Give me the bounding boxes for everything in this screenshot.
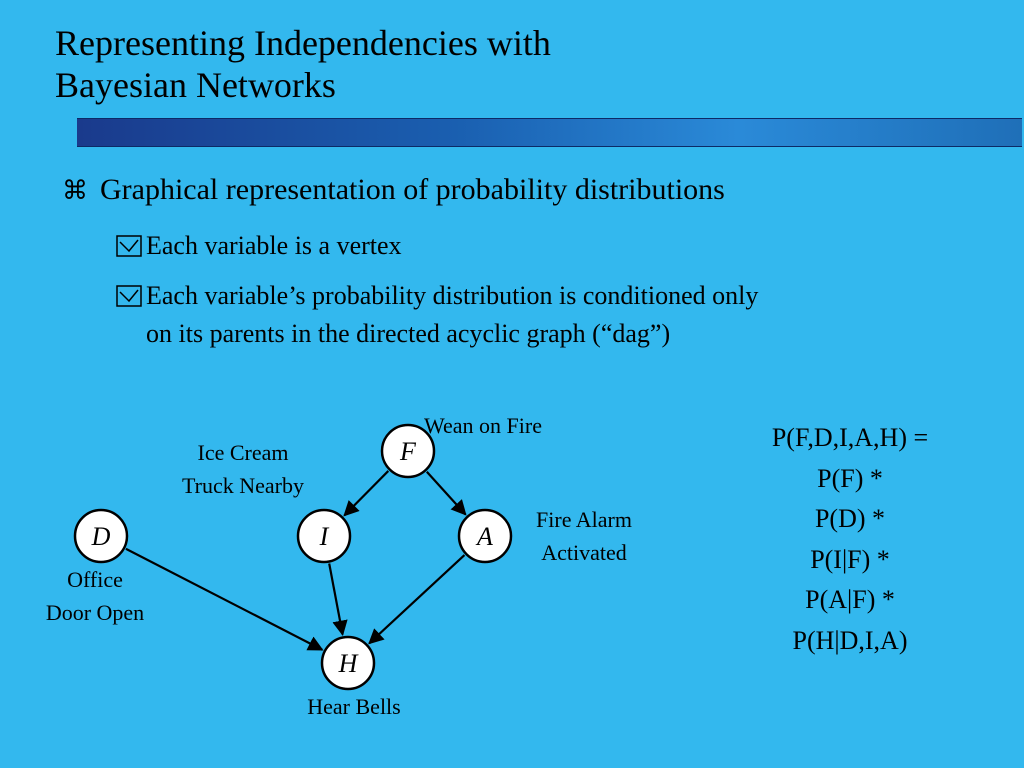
edge-F-A: [425, 471, 467, 516]
label-node-A: Fire Alarm Activated: [536, 507, 632, 565]
formula-line-4: P(I|F) *: [810, 544, 890, 574]
node-letter-H: H: [338, 649, 359, 678]
edge-F-I: [343, 470, 390, 517]
formula-line-3: P(D) *: [814, 504, 886, 533]
bullet-sub-2-line-2: on its parents in the directed acyclic g…: [146, 319, 671, 348]
node-A: A: [457, 508, 513, 564]
bullet-main: ⌘ Graphical representation of probability…: [62, 173, 725, 207]
edge-A-H: [368, 554, 466, 645]
slide-title: Representing Independencies with Bayesia…: [55, 22, 551, 106]
formula-line-1: P(F,D,I,A,H) =: [771, 423, 929, 452]
bullet-sub-2-line-1: Each variable’s probability distribution…: [146, 281, 759, 310]
formula-line-2: P(F) *: [817, 463, 883, 493]
node-H: H: [320, 635, 376, 691]
node-I: I: [296, 508, 352, 564]
label-node-H: Hear Bells: [307, 694, 401, 719]
bullet-main-text: Graphical representation of probability …: [100, 173, 725, 206]
node-letter-I: I: [319, 522, 330, 551]
checkbox-icon: [116, 235, 142, 257]
label-node-F: Wean on Fire: [424, 413, 542, 438]
title-line-2: Bayesian Networks: [55, 65, 336, 105]
command-key-icon: ⌘: [62, 176, 88, 206]
node-circle-D: [73, 508, 129, 564]
node-letter-F: F: [399, 437, 417, 466]
node-circle-A: [457, 508, 513, 564]
node-letter-A: A: [475, 522, 493, 551]
node-letter-D: D: [91, 522, 111, 551]
title-line-1: Representing Independencies with: [55, 23, 551, 63]
joint-probability-formula: P(F,D,I,A,H) = P(F) * P(D) * P(I|F) * P(…: [720, 418, 980, 661]
edge-D-H: [125, 547, 324, 651]
title-underline-bar: [77, 118, 1022, 147]
formula-line-5: P(A|F) *: [805, 585, 895, 614]
node-D: D: [73, 508, 129, 564]
node-F: F: [380, 423, 436, 479]
node-circle-H: [320, 635, 376, 691]
label-node-I: Ice Cream Truck Nearby: [182, 440, 304, 498]
checkbox-icon: [116, 285, 142, 307]
bullet-sub-1-text: Each variable is a vertex: [146, 231, 402, 260]
node-circle-F: [380, 423, 436, 479]
bullet-sub-2: Each variable’s probability distribution…: [116, 277, 758, 353]
edge-I-H: [328, 563, 348, 637]
label-node-D: Office Door Open: [45, 567, 145, 625]
formula-line-6: P(H|D,I,A): [792, 625, 908, 655]
node-circle-I: [296, 508, 352, 564]
bullet-sub-1: Each variable is a vertex: [116, 227, 402, 265]
